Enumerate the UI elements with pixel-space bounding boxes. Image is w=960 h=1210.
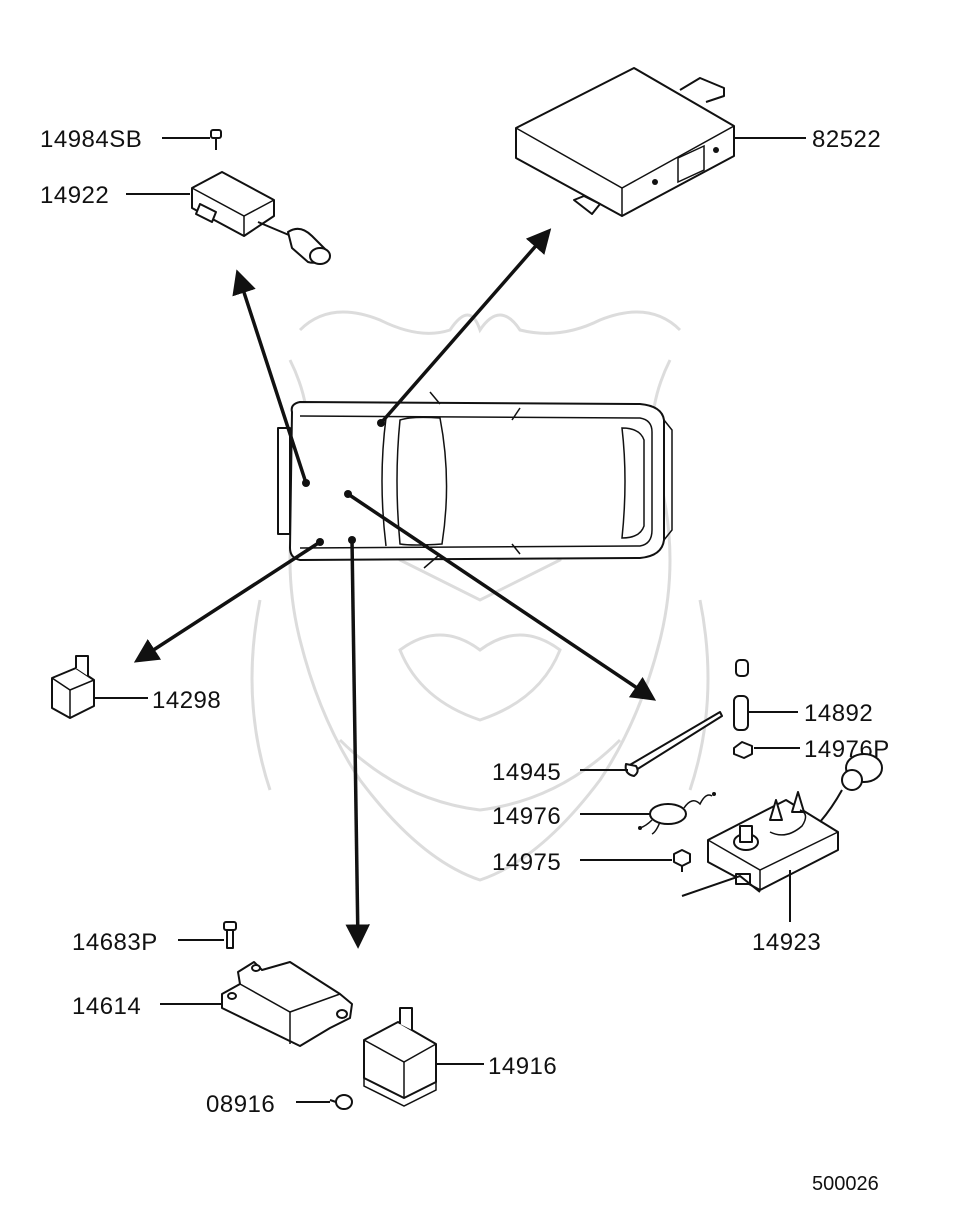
part-14916-relay (363, 1007, 437, 1107)
label-14298: 14298 (152, 687, 221, 714)
label-14975: 14975 (492, 849, 561, 876)
label-14923: 14923 (752, 929, 821, 956)
part-14975-bolt (673, 849, 691, 872)
label-14922: 14922 (40, 182, 109, 209)
label-14945: 14945 (492, 759, 561, 786)
part-14984SB-screw (210, 129, 222, 150)
label-82522: 82522 (812, 126, 881, 153)
label-14892: 14892 (804, 700, 873, 727)
label-14614: 14614 (72, 993, 141, 1020)
watermark-emblem (250, 310, 710, 882)
part-14976P-nut (733, 741, 753, 759)
part-14614-module (221, 961, 353, 1047)
vehicle-top-view (277, 391, 673, 569)
figure-number: 500026 (812, 1173, 879, 1195)
label-14916: 14916 (488, 1053, 557, 1080)
part-14298-relay (51, 655, 95, 719)
part-14683P-bolt (223, 921, 237, 949)
part-82522-control-unit (515, 67, 735, 217)
leader-14975-mount (681, 874, 761, 897)
part-14923-module (707, 753, 883, 891)
location-arrows (133, 228, 657, 949)
part-14892-sleeve (733, 659, 749, 731)
part-08916-screw (329, 1094, 353, 1110)
label-08916: 08916 (206, 1091, 275, 1118)
label-14976: 14976 (492, 803, 561, 830)
label-14683P: 14683P (72, 929, 158, 956)
part-14945-cable-tie (624, 711, 723, 777)
label-14984SB: 14984SB (40, 126, 142, 153)
part-14922-sensor (191, 171, 331, 265)
